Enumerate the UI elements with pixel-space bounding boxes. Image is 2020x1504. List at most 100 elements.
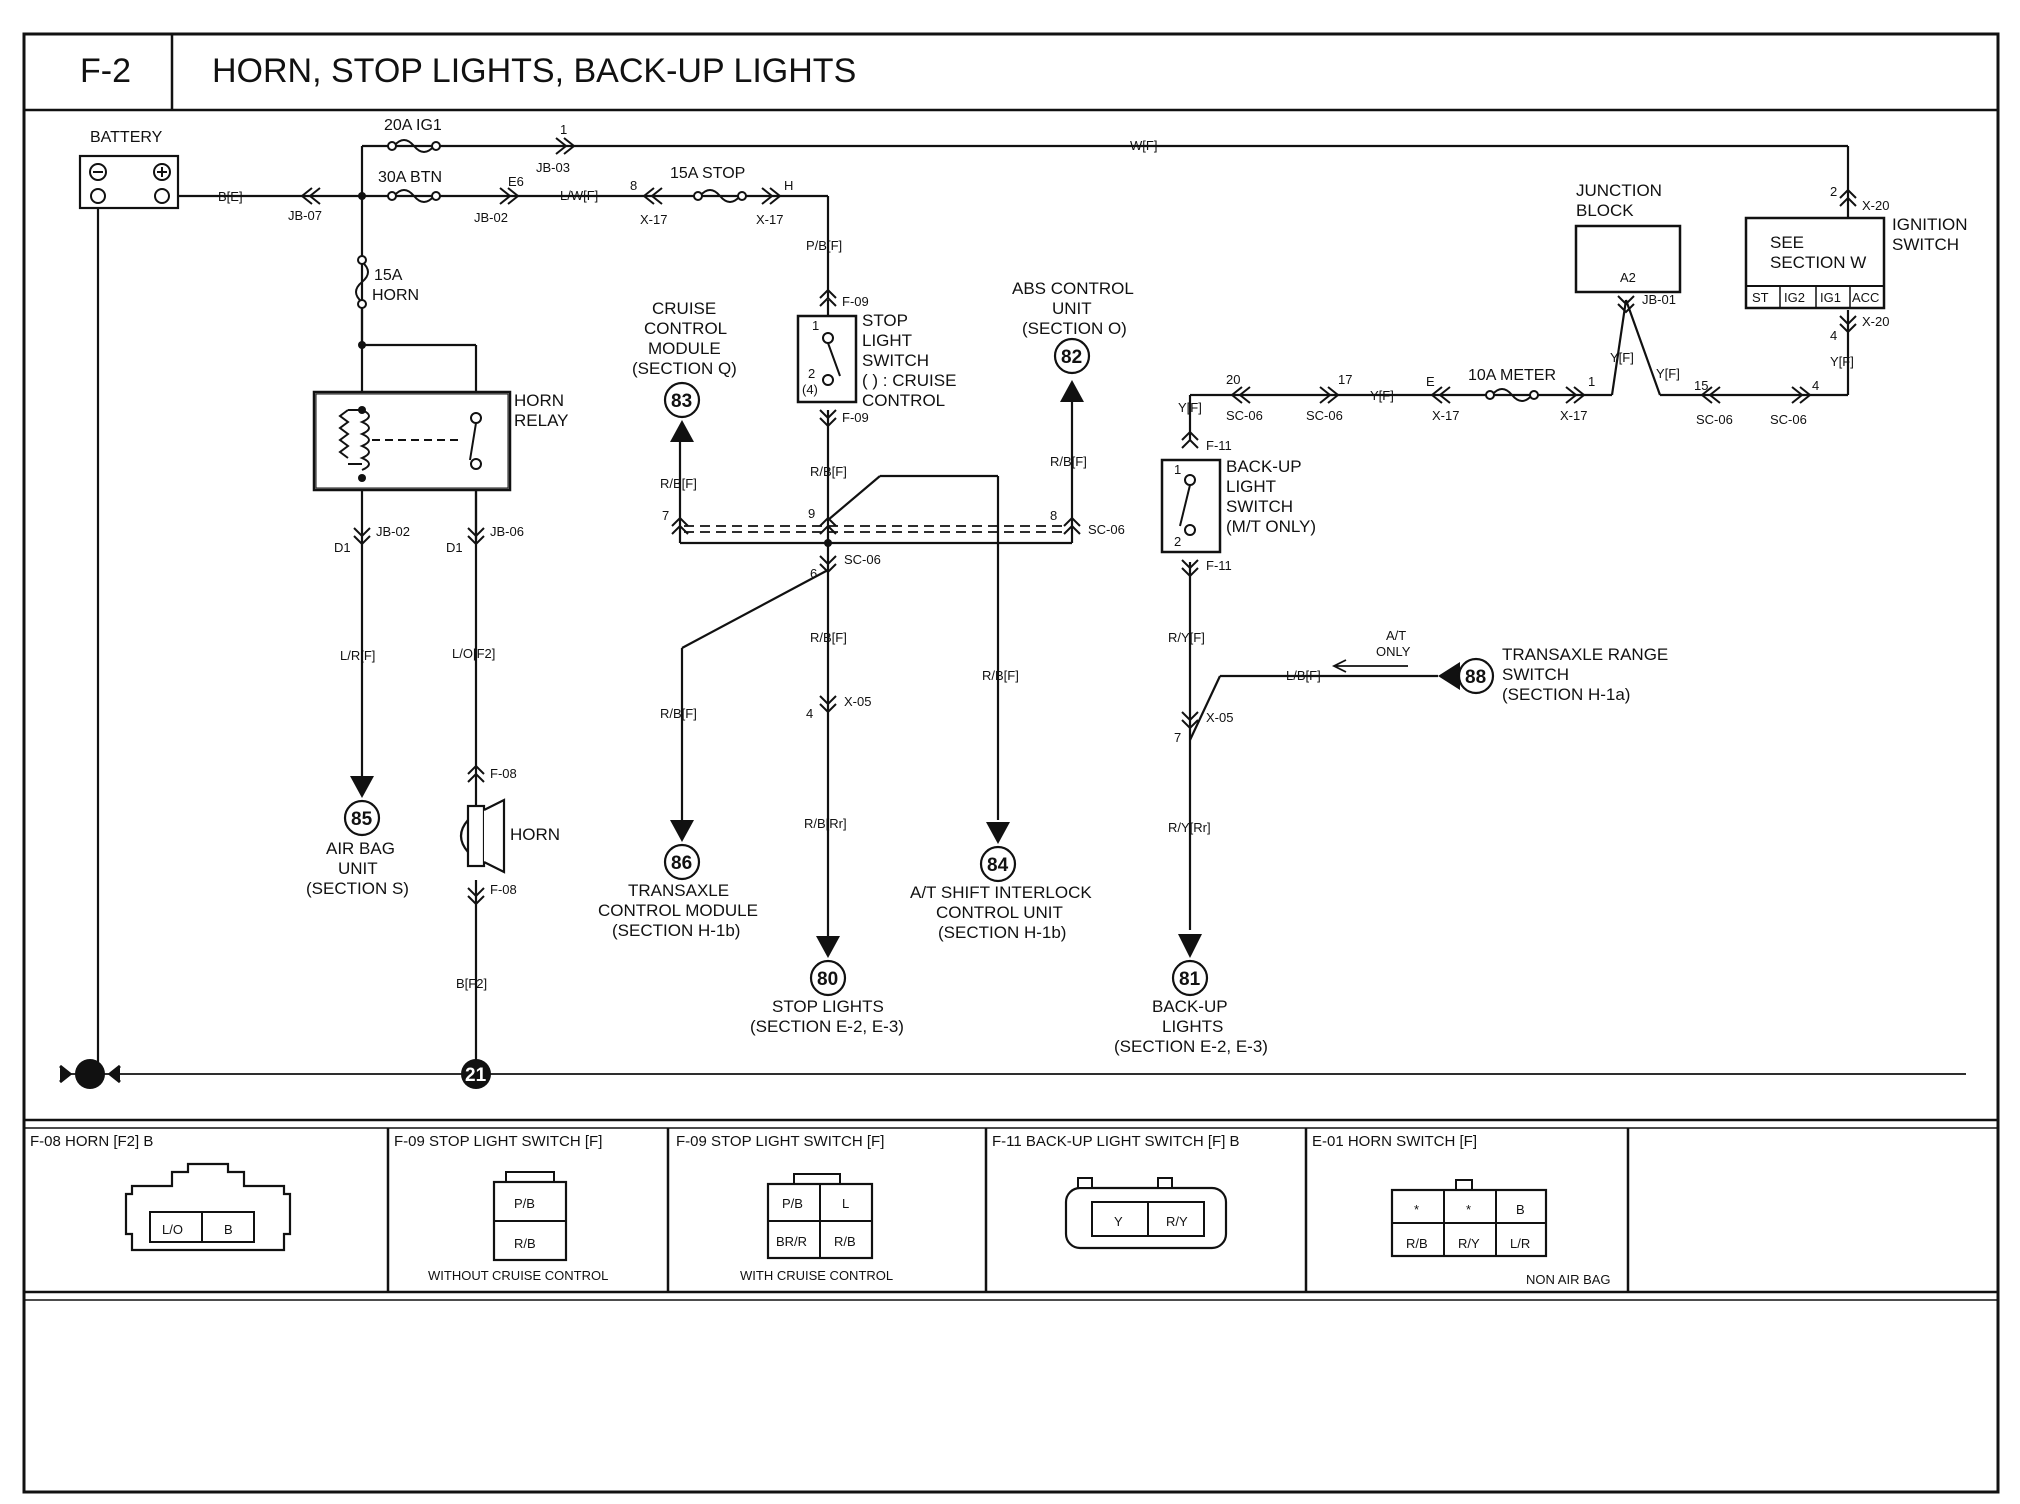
- conn-f11-title: F-11 BACK-UP LIGHT SWITCH [F] B: [992, 1133, 1240, 1150]
- backup-pin1: 1: [1174, 462, 1181, 477]
- conn-f08a: F-08: [490, 766, 517, 781]
- junction-block: [1574, 224, 1682, 294]
- ground-g2: [461, 1059, 491, 1089]
- cruise-label4: (SECTION Q): [632, 359, 737, 378]
- stop-pin1: 1: [812, 318, 819, 333]
- arrow-pin7: [671, 516, 689, 535]
- horn-relay: [312, 390, 512, 492]
- conn-f08-title: F-08 HORN [F2] B: [30, 1133, 153, 1150]
- arrow-sc06-4: [1791, 386, 1812, 404]
- stop-lights-arrow: [816, 936, 840, 958]
- stop-bus-pin9: 9: [808, 506, 815, 521]
- stop-bus-pin6: 6: [810, 566, 817, 581]
- backup-lights-label3: (SECTION E-2, E-3): [1114, 1037, 1268, 1056]
- horn-relay-label: HORN: [514, 391, 564, 410]
- conn-x20b: X-20: [1862, 314, 1889, 329]
- stop-lights-ref-num: 80: [817, 969, 838, 990]
- arrow-jb01: [1617, 295, 1635, 314]
- ignition-section: SECTION W: [1770, 253, 1866, 272]
- cruise-label1: CRUISE: [652, 299, 716, 318]
- tcm-label3: (SECTION H-1b): [612, 921, 740, 940]
- stop-bus-pin8: 8: [1050, 508, 1057, 523]
- junction-block-label: JUNCTION: [1576, 181, 1662, 200]
- cruise-label3: MODULE: [648, 339, 721, 358]
- backup-x05-pin: 7: [1174, 730, 1181, 745]
- stop-light-switch: [796, 314, 858, 404]
- conn-f11-pin2: R/Y: [1166, 1214, 1188, 1229]
- wires: [60, 144, 1966, 1075]
- arrow-x05-stop: [819, 695, 837, 714]
- abs-label3: (SECTION O): [1022, 319, 1127, 338]
- fuse-ig1: 20A IG1: [384, 117, 442, 134]
- ground-g1: [59, 1059, 121, 1089]
- backup-switch-label3: SWITCH: [1226, 497, 1293, 516]
- abs-arrow: [1060, 380, 1084, 402]
- conn-e01-pin5: R/Y: [1458, 1236, 1480, 1251]
- arrow-f08a: [467, 764, 485, 783]
- jb-pin-a2: A2: [1620, 270, 1636, 285]
- conn-f09b-pin3: BR/R: [776, 1234, 807, 1249]
- stop-switch-label4: ( ) : CRUISE: [862, 371, 956, 390]
- conn-e01-note: NON AIR BAG: [1526, 1272, 1611, 1287]
- arrow-f11a: [1181, 430, 1199, 449]
- conn-f09b-pin4: R/B: [834, 1234, 856, 1249]
- conn-e01-pin2: *: [1466, 1202, 1471, 1217]
- backup-lights-arrow: [1178, 934, 1202, 958]
- stop-lights-label1: STOP LIGHTS: [772, 997, 884, 1016]
- abs-label1: ABS CONTROL: [1012, 279, 1134, 298]
- conn-backup-sc06d: SC-06: [1770, 412, 1807, 427]
- abs-ref-circle: [1053, 337, 1091, 375]
- ignition-switch-label2: SWITCH: [1892, 235, 1959, 254]
- wire-lb: L/B[F]: [1286, 668, 1321, 683]
- conn-backup-x17a: X-17: [1432, 408, 1459, 423]
- wire-rb-main: R/B[F]: [810, 464, 847, 479]
- cruise-ref-circle: [663, 381, 701, 419]
- conn-sc06-center: SC-06: [844, 552, 881, 567]
- range-ref-circle: [1457, 657, 1495, 695]
- wire-yf-ign: Y[F]: [1830, 354, 1854, 369]
- fuse-stop: 15A STOP: [670, 165, 745, 182]
- conn-f09a-pin2: R/B: [514, 1236, 536, 1251]
- conn-jb02: JB-02: [474, 210, 508, 225]
- arrow-jb07: [300, 187, 321, 205]
- backup-pin2: 2: [1174, 534, 1181, 549]
- arrow-f11b: [1181, 559, 1199, 578]
- conn-x05-backup: X-05: [1206, 710, 1233, 725]
- wire-ig1: W[F]: [1130, 138, 1157, 153]
- arrow-sc06-15: [1700, 386, 1721, 404]
- wire-battery: B[E]: [218, 189, 243, 204]
- airbag-arrow: [350, 776, 374, 798]
- stop-switch-label5: CONTROL: [862, 391, 945, 410]
- arrow-pin6: [819, 555, 837, 574]
- conn-f08b: F-08: [490, 882, 517, 897]
- arrow-x17-e: [1430, 386, 1451, 404]
- ignition-switch-label: IGNITION: [1892, 215, 1968, 234]
- conn-f09a-title: F-09 STOP LIGHT SWITCH [F]: [394, 1133, 602, 1150]
- jb03-pin: 1: [560, 122, 567, 137]
- wire-yf-switch: Y[F]: [1178, 400, 1202, 415]
- conn-backup-x17b: X-17: [1560, 408, 1587, 423]
- airbag-label2: UNIT: [338, 859, 378, 878]
- arrow-f09a: [819, 288, 837, 307]
- conn-jb01: JB-01: [1642, 292, 1676, 307]
- backup-sc06-pin4: 4: [1812, 378, 1819, 393]
- stop-lights-ref-circle: [809, 959, 847, 997]
- wire-rb-tcm: R/B[F]: [660, 706, 697, 721]
- tcm-arrow: [670, 820, 694, 842]
- section-code: F-2: [80, 52, 131, 90]
- range-label2: SWITCH: [1502, 665, 1569, 684]
- x17a-pin: 8: [630, 178, 637, 193]
- at-ref-num: 84: [987, 855, 1009, 876]
- conn-jb07: JB-07: [288, 208, 322, 223]
- wire-lr: L/R[F]: [340, 648, 375, 663]
- ignition-see: SEE: [1770, 233, 1804, 252]
- horn-relay-label2: RELAY: [514, 411, 569, 430]
- at-ref-circle: [979, 845, 1017, 883]
- x20a-pin: 2: [1830, 184, 1837, 199]
- backup-ref-circle: [1171, 959, 1209, 997]
- wire-yf-a: Y[F]: [1610, 350, 1634, 365]
- junction-dots: [358, 192, 832, 547]
- cruise-label2: CONTROL: [644, 319, 727, 338]
- conn-e01-title: E-01 HORN SWITCH [F]: [1312, 1133, 1477, 1150]
- arrow-x17a: [642, 187, 663, 205]
